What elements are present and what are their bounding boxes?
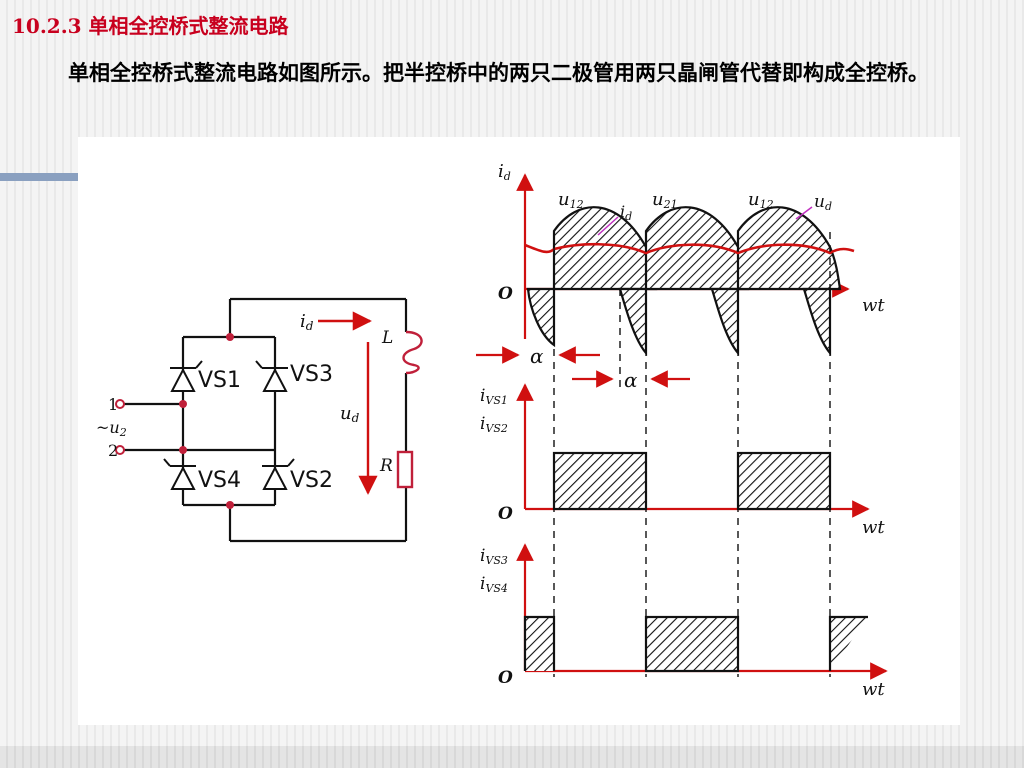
bottom-x-label: wt [862,679,885,700]
ivs3-pulse-2 [828,615,868,671]
figure-svg: VS1 VS3 VS4 VS2 L R id ud 1 2 ~u2 id O w… [96,161,888,700]
ivs1-pulse-2 [736,451,832,511]
thyristor-vs1 [170,360,203,392]
ivs3-pulse-1 [644,615,740,673]
label-vs1: VS1 [198,368,241,393]
label-voltage: ud [340,403,360,425]
thyristor-vs3 [255,360,288,392]
alpha-indicators [476,346,690,388]
circuit-nodes [179,333,234,509]
figure-panel: VS1 VS3 VS4 VS2 L R id ud 1 2 ~u2 id O w… [78,137,960,725]
thyristor-vs4 [163,458,196,490]
top-y-label: id [498,161,511,183]
label-terminal-2: 2 [108,441,118,460]
thyristor-vs2 [262,458,295,490]
ivs1-pulse-1 [552,451,648,511]
label-current: id [300,311,314,333]
peak-label-2: u21 [652,189,678,211]
bottom-y-label-1: iVS3 [480,546,508,567]
slide-paragraph: 单相全控桥式整流电路如图所示。把半控桥中的两只二极管用两只晶闸管代替即构成全控桥… [68,60,929,85]
ivs1-pulses [552,451,832,511]
middle-x-label: wt [862,517,885,538]
bottom-y-label-2: iVS4 [480,574,508,595]
terminal-1 [115,399,125,409]
slide-footer-band [0,746,1024,768]
ud-label: ud [814,192,832,213]
middle-y-label-1: iVS1 [480,386,508,407]
label-vs3: VS3 [290,362,333,387]
id-label: id [620,202,632,223]
resistor [396,450,414,489]
label-vs2: VS2 [290,468,333,493]
middle-origin: O [498,504,513,524]
inductor [402,330,423,375]
middle-y-label-2: iVS2 [480,414,508,435]
ud-leader-line [795,206,813,220]
top-x-label: wt [862,295,885,316]
ivs3-pulse-0 [523,615,556,671]
id-leader-line [597,216,619,236]
label-vs4: VS4 [198,468,241,493]
top-origin: O [498,284,513,304]
label-resistor: R [379,456,393,476]
label-terminal-1: 1 [108,395,118,414]
label-source: ~u2 [96,418,127,439]
bridge-circuit [120,297,408,543]
alpha-label-2: α [624,368,638,392]
label-inductor: L [381,328,393,348]
peak-label-1: u12 [558,189,584,211]
terminals [115,399,125,455]
accent-bar [0,173,78,181]
peak-label-3: u12 [748,189,774,211]
ud-hatched-areas [526,206,842,356]
slide-title: 10.2.3 单相全控桥式整流电路 [12,14,289,38]
terminal-2 [115,445,125,455]
bottom-origin: O [498,668,513,688]
ivs3-pulses [523,615,868,673]
alpha-label-1: α [530,344,544,368]
